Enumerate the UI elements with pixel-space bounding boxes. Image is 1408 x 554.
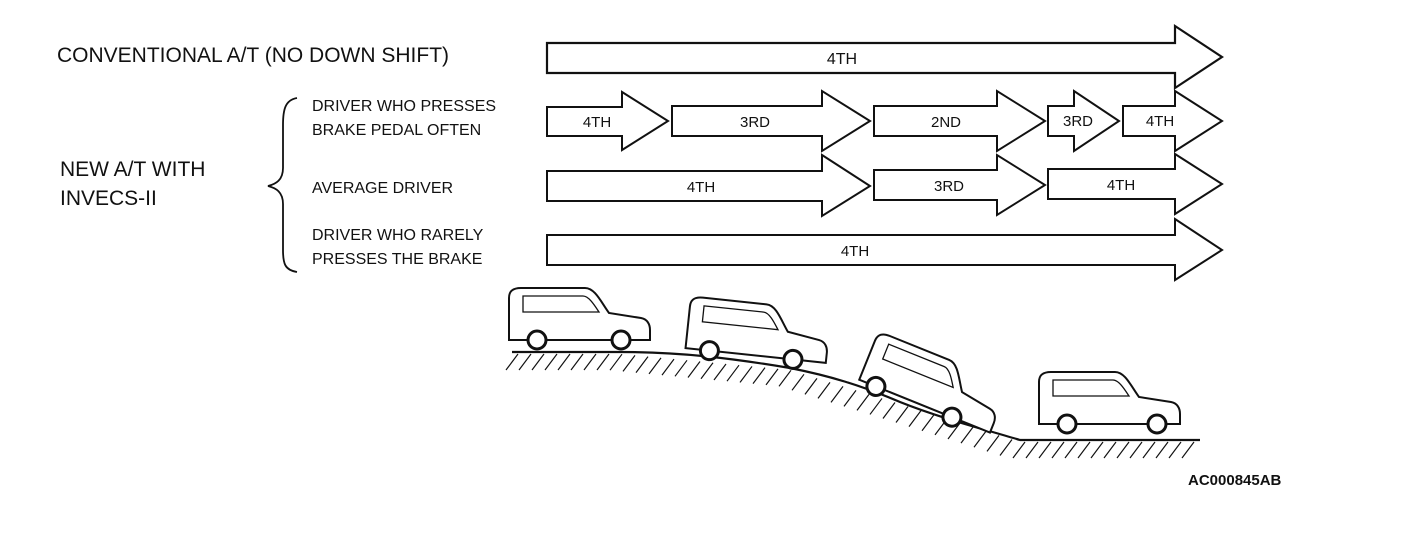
ground-hatch-line — [882, 402, 896, 419]
ground-hatch-line — [986, 434, 1000, 452]
gear-label: 4TH — [1146, 113, 1174, 130]
row1-arrow-3rd: 3RD — [671, 89, 872, 153]
car-icon-bottom-flat — [1038, 371, 1181, 435]
ground-hatch-line — [999, 439, 1013, 456]
ground-hatch-line — [648, 357, 662, 375]
ground-hatch-line — [895, 406, 909, 423]
ground-hatch-line — [973, 430, 987, 448]
ground-hatch-line — [739, 366, 753, 383]
ground-hatch-line — [713, 363, 727, 381]
gear-label: 4TH — [827, 51, 857, 68]
row1-label-line2: BRAKE PEDAL OFTEN — [312, 122, 481, 139]
ground-hatch-line — [908, 410, 922, 428]
conventional-arrow-4th: 4TH — [545, 23, 1224, 91]
ground-hatch-line — [570, 353, 584, 371]
new-at-label-line1: NEW A/T WITH — [60, 158, 205, 181]
ground-hatch-line — [856, 394, 870, 411]
ground-hatch-line — [752, 367, 766, 385]
ground-hatch-line — [778, 369, 792, 387]
ground-hatch-line — [596, 353, 610, 371]
gear-label: 4TH — [687, 179, 715, 196]
ground-hatch-line — [622, 355, 636, 372]
row3-arrow-4th: 4TH — [546, 217, 1224, 282]
ground-hatch-line — [1025, 441, 1039, 459]
ground-hatch-line — [583, 353, 597, 371]
gear-label: 3RD — [740, 114, 770, 131]
row1-label-line1: DRIVER WHO PRESSES — [312, 98, 496, 115]
hill-slope — [505, 350, 1200, 459]
ground-hatch-line — [921, 414, 935, 432]
ground-hatch-line — [674, 359, 688, 377]
ground-hatch-line — [518, 353, 532, 371]
ground-hatch-line — [700, 362, 714, 380]
ground-hatch-line — [804, 377, 818, 395]
ground-hatch-line — [1168, 441, 1182, 459]
ground-hatch-line — [960, 426, 974, 444]
gear-label: 4TH — [583, 114, 611, 131]
ground-hatch-line — [1181, 441, 1195, 459]
car-icon-slight-descent — [684, 296, 828, 370]
ground-hatch-line — [1077, 441, 1091, 459]
ground-hatch-line — [609, 353, 623, 371]
curly-brace — [267, 97, 298, 273]
ground-hatch-line — [830, 386, 844, 403]
gear-label: 2ND — [931, 114, 961, 131]
ground-hatch-line — [661, 358, 675, 376]
ground-hatch-line — [1155, 441, 1169, 459]
row2-arrow-4th: 4TH — [546, 153, 872, 218]
conventional-label: CONVENTIONAL A/T (NO DOWN SHIFT) — [57, 44, 449, 67]
figure-code: AC000845AB — [1188, 472, 1282, 489]
row2-label-line1: AVERAGE DRIVER — [312, 180, 453, 197]
row3-label-line1: DRIVER WHO RARELY — [312, 227, 484, 244]
ground-hatch-line — [1142, 441, 1156, 459]
ground-hatch-line — [1090, 441, 1104, 459]
ground-hatch-line — [687, 361, 701, 378]
gear-label: 4TH — [1107, 177, 1135, 194]
ground-hatch-line — [1103, 441, 1117, 459]
ground-hatch-line — [635, 356, 649, 373]
ground-hatch-line — [531, 353, 545, 371]
ground-hatch-line — [765, 368, 779, 386]
row1-arrow-3rd-b: 3RD — [1047, 89, 1121, 153]
ground-hatch-line — [1064, 441, 1078, 459]
gear-label: 4TH — [841, 243, 869, 260]
ground-hatch-line — [1129, 441, 1143, 459]
row1-arrow-4th-b: 4TH — [1122, 89, 1224, 153]
ground-hatch-line — [869, 398, 883, 415]
ground-hatch-line — [505, 353, 519, 371]
car-icon-steep-descent — [857, 333, 996, 434]
ground-hatch-line — [1051, 441, 1065, 459]
ground-hatch-line — [843, 390, 857, 407]
row2-arrow-4th-b: 4TH — [1047, 152, 1224, 216]
row1-arrow-2nd: 2ND — [873, 89, 1047, 153]
ground-hatch-line — [544, 353, 558, 371]
ground-hatch-line — [726, 364, 740, 382]
gear-label: 3RD — [1063, 113, 1093, 130]
row3-label-line2: PRESSES THE BRAKE — [312, 251, 482, 268]
ground-hatch-line — [791, 373, 805, 391]
ground-hatch-line — [817, 382, 831, 399]
car-icon-flat — [508, 287, 651, 351]
gear-label: 3RD — [934, 178, 964, 195]
ground-hatch-line — [1116, 441, 1130, 459]
row2-arrow-3rd: 3RD — [873, 153, 1047, 217]
new-at-label-line2: INVECS-II — [60, 187, 157, 210]
ground-hatch-line — [1012, 441, 1026, 459]
row1-arrow-4th: 4TH — [546, 90, 670, 152]
ground-hatch-line — [557, 353, 571, 371]
ground-hatch-line — [1038, 441, 1052, 459]
